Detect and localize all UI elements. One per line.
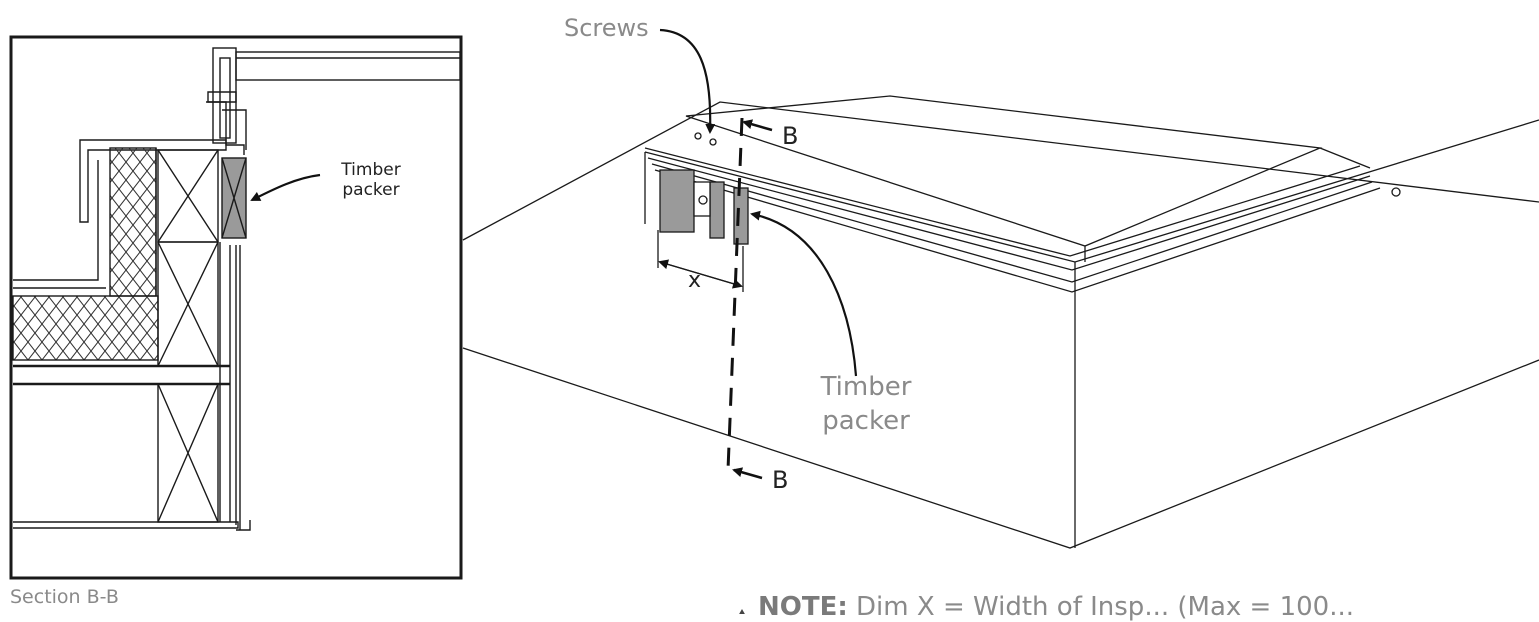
- inset-packer-label-line2: packer: [342, 180, 400, 200]
- section-arrow-top: [742, 119, 773, 132]
- section-inset: [9, 35, 463, 580]
- section-frame: [9, 35, 463, 580]
- section-caption: Section B-B: [10, 586, 119, 608]
- packer-block-right: [733, 187, 749, 245]
- inset-packer-label: Timber packer: [326, 160, 416, 200]
- inset-packer-label-line1: Timber: [341, 160, 401, 180]
- packer-label: Timber packer: [806, 370, 926, 438]
- dimension-label: x: [688, 268, 702, 293]
- screws-leader: [659, 28, 716, 134]
- note-text: Dim X = Width of Insp... (Max = 100...: [847, 592, 1355, 622]
- isometric-view: [462, 28, 1539, 622]
- roof-edge-back: [462, 101, 1539, 241]
- frame-rail: [235, 51, 461, 81]
- packer-leader: [750, 210, 858, 377]
- note-line: NOTE: Dim X = Width of Insp... (Max = 10…: [758, 594, 1354, 620]
- section-mark-bottom: B: [772, 466, 789, 494]
- packer-block-left: [659, 169, 695, 233]
- section-arrow-bottom: [732, 467, 763, 480]
- packer-label-line1: Timber: [820, 372, 912, 402]
- packer-label-line2: packer: [822, 406, 910, 436]
- screws-label: Screws: [564, 14, 649, 42]
- note-key: NOTE:: [758, 592, 848, 622]
- roof-edge-front: [462, 347, 1539, 549]
- section-mark-top: B: [782, 122, 799, 150]
